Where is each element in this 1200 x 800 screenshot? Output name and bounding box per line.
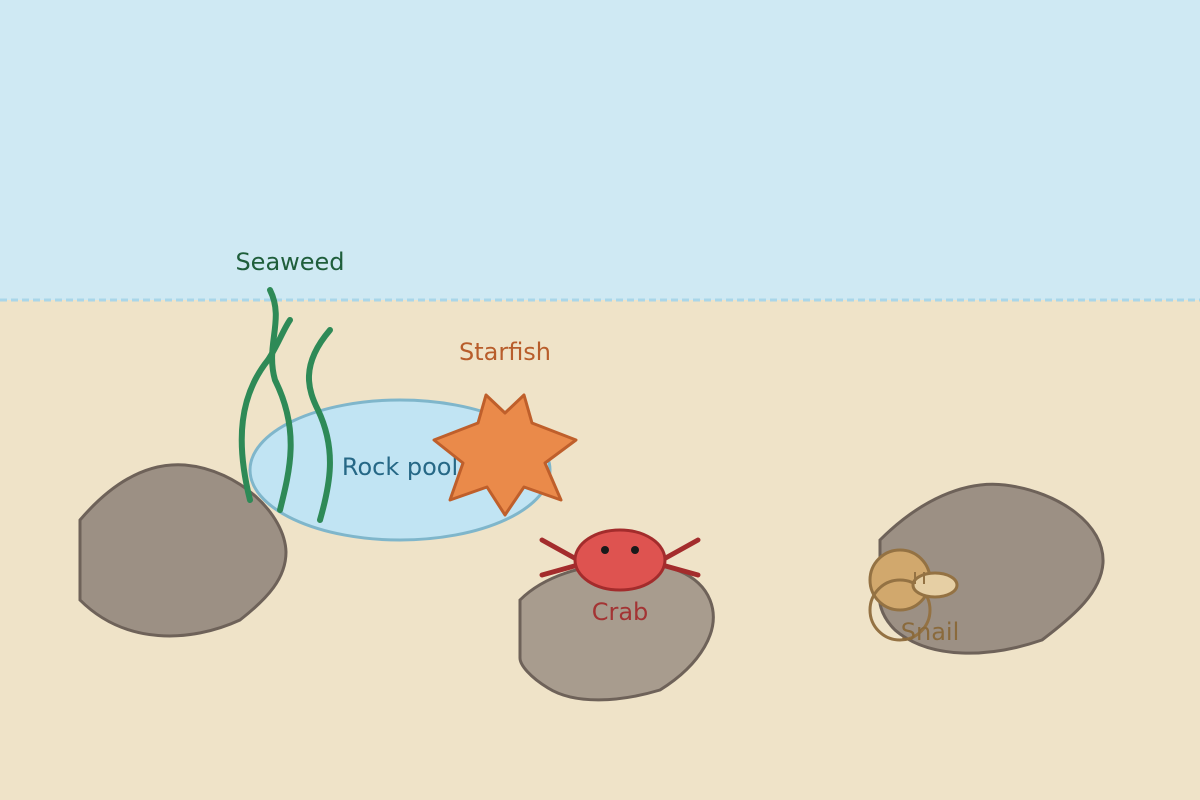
seaweed-group bbox=[238, 287, 333, 523]
snail bbox=[868, 548, 959, 642]
starfish-label: Starfish bbox=[459, 338, 551, 366]
seaweed-strand-1 bbox=[238, 317, 293, 503]
crab-label: Crab bbox=[592, 598, 649, 626]
sky-background bbox=[0, 0, 1200, 300]
crab-eye-left bbox=[601, 546, 609, 554]
seaweed-label: Seaweed bbox=[235, 248, 344, 276]
crab-leg-right-top bbox=[659, 537, 701, 563]
crab-leg-right-bottom bbox=[659, 562, 701, 578]
snail-shell-coil bbox=[868, 578, 932, 642]
rock-pool-label: Rock pool bbox=[342, 453, 458, 481]
snail-label: Snail bbox=[901, 618, 960, 646]
crab-body bbox=[573, 528, 667, 592]
starfish-shape bbox=[432, 393, 578, 517]
crab-legs bbox=[539, 537, 701, 578]
seaweed-strand-3 bbox=[306, 327, 333, 523]
seaweed-strand-2 bbox=[267, 287, 294, 513]
crab bbox=[539, 528, 701, 592]
crab-eye-right bbox=[631, 546, 639, 554]
snail-body bbox=[911, 571, 959, 599]
crab-leg-left-bottom bbox=[539, 562, 581, 578]
crab-leg-left-top bbox=[539, 537, 581, 563]
rock-right bbox=[877, 482, 1105, 655]
rock-left bbox=[78, 463, 288, 638]
